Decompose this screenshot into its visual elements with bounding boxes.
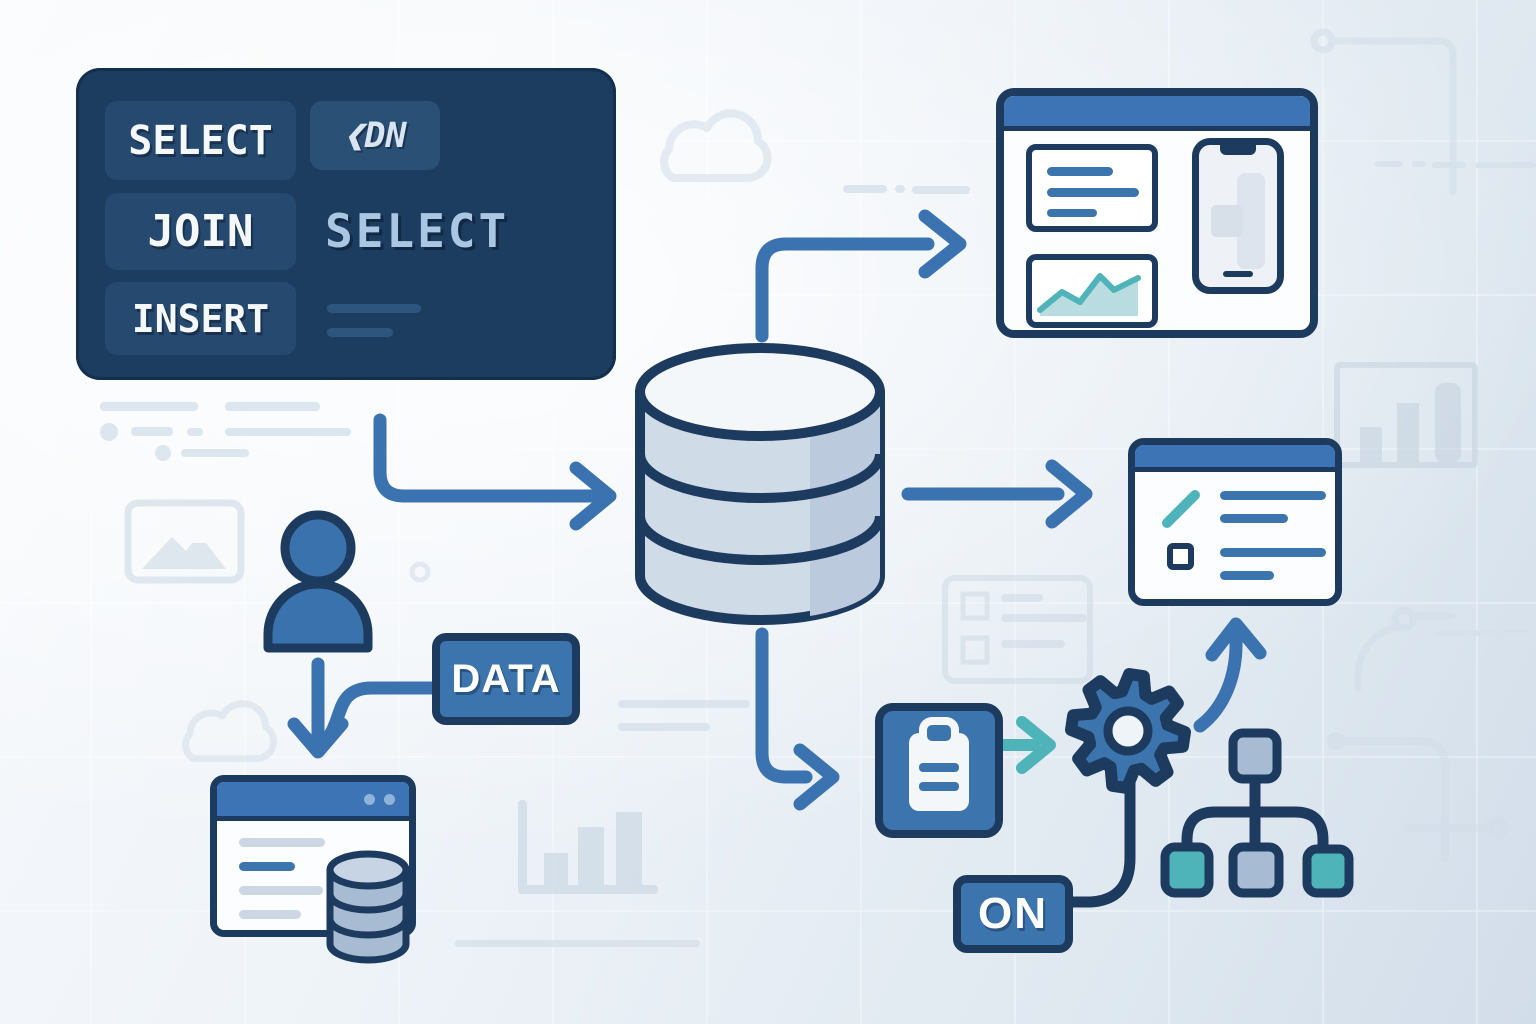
tree-node-child xyxy=(1302,844,1354,898)
arrow-head xyxy=(569,461,617,531)
bar-chart-icon xyxy=(1334,362,1478,468)
code-line xyxy=(327,328,393,337)
tree-icon xyxy=(1160,728,1354,898)
arrow-head xyxy=(918,209,967,279)
text-line xyxy=(239,862,295,871)
data-tag-label: DATA xyxy=(451,656,561,701)
connector-data-to-arrow xyxy=(313,681,441,755)
text-line xyxy=(1047,188,1139,197)
data-tag-button[interactable]: DATA xyxy=(432,633,580,725)
text-line xyxy=(1220,514,1288,523)
checkbox-icon[interactable] xyxy=(1167,543,1194,570)
connector-gear-to-on xyxy=(1066,759,1136,908)
gear-icon xyxy=(1065,668,1191,794)
keyword-button-join[interactable]: JOIN xyxy=(105,193,296,270)
titlebar-dot-icon xyxy=(364,794,375,805)
arrow-head xyxy=(793,743,840,811)
checklist-icon xyxy=(942,575,1093,684)
cloud-icon xyxy=(660,109,772,182)
clipboard-box xyxy=(875,703,1003,838)
arrow-head xyxy=(1205,617,1267,662)
text-line xyxy=(239,910,301,919)
code-line xyxy=(327,304,421,313)
phone-screen-shape xyxy=(1211,205,1243,237)
on-tag-label: ON xyxy=(978,889,1048,938)
arrow-database-to-clipboard xyxy=(755,627,813,784)
smartphone-icon xyxy=(1192,138,1284,294)
text-line xyxy=(239,838,325,847)
task-card-titlebar xyxy=(1135,445,1335,472)
keyword-button-select[interactable]: SELECT xyxy=(105,101,296,180)
keyword-label: SELECT xyxy=(128,117,273,164)
database-icon xyxy=(635,343,885,625)
text-line xyxy=(1220,491,1326,500)
area-chart-icon xyxy=(1037,273,1141,316)
check-slash-icon xyxy=(1162,490,1200,528)
arrow-head xyxy=(1045,459,1093,529)
select-echo-text: SELECT xyxy=(325,204,510,258)
user-icon xyxy=(263,510,373,653)
text-line xyxy=(239,886,323,895)
text-line xyxy=(1047,209,1097,217)
faint-text-lines xyxy=(100,402,351,461)
titlebar-dot-icon xyxy=(384,794,395,805)
browser-titlebar xyxy=(217,782,409,821)
tree-node-child xyxy=(1228,842,1284,898)
keyword-label: JOIN xyxy=(147,206,254,257)
chart-card xyxy=(1026,254,1158,328)
text-line xyxy=(1220,548,1326,557)
on-tag-button[interactable]: ON xyxy=(953,875,1073,953)
keyword-label: INSERT xyxy=(131,296,270,341)
text-line xyxy=(1047,167,1113,176)
dashboard-window xyxy=(996,88,1318,338)
keyword-button-insert[interactable]: INSERT xyxy=(105,282,296,355)
tree-node-child xyxy=(1160,842,1214,898)
small-database-icon xyxy=(326,850,410,964)
dashboard-titlebar xyxy=(1004,96,1310,131)
task-card-window xyxy=(1128,438,1342,606)
phone-home-bar xyxy=(1223,271,1253,277)
badge-label: DN xyxy=(364,115,407,156)
sql-code-panel: SELECT ❮DN JOIN SELECT INSERT xyxy=(76,68,616,380)
arrow-head xyxy=(1016,716,1056,774)
faint-dashes xyxy=(455,161,1536,947)
tree-node-parent xyxy=(1228,728,1282,784)
cloud-icon xyxy=(182,700,277,762)
arrow-gear-to-card xyxy=(1193,633,1243,733)
arrow-database-to-dashboard xyxy=(755,237,935,343)
badge-arrow-icon: ❮ xyxy=(343,115,365,156)
bar-chart-icon xyxy=(518,800,658,894)
dn-badge-button[interactable]: ❮DN xyxy=(310,101,440,170)
phone-notch xyxy=(1220,145,1256,155)
circuit-icon xyxy=(409,28,1509,862)
arrow-panel-to-database xyxy=(373,413,607,503)
text-card xyxy=(1026,144,1158,232)
text-line xyxy=(1220,571,1274,580)
image-placeholder-icon xyxy=(124,499,245,584)
clipboard-icon xyxy=(909,717,969,811)
